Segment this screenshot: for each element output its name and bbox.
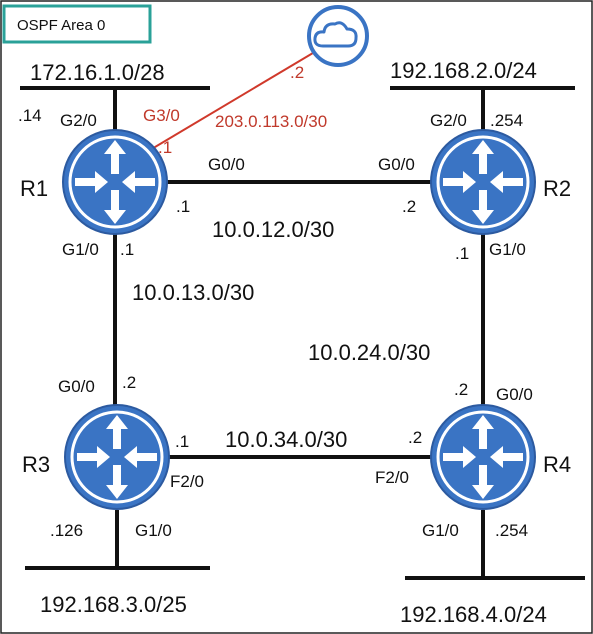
r1-r3-r3-addr: .2 xyxy=(122,373,136,392)
cloud-icon xyxy=(307,5,369,67)
r3-r4-r4-addr: .2 xyxy=(408,428,422,447)
link-r1-internet xyxy=(149,49,319,151)
r1-r3-r1-intf: G1/0 xyxy=(62,240,99,259)
lan-r4-addr: .254 xyxy=(495,521,528,540)
lan-r4-network: 192.168.4.0/24 xyxy=(400,602,547,627)
r3-r4-r3-addr: .1 xyxy=(175,432,189,451)
r3-r4-r3-intf: F2/0 xyxy=(170,472,204,491)
internet-r1-addr: .1 xyxy=(158,138,172,157)
area-label: OSPF Area 0 xyxy=(17,17,105,34)
area-label-box xyxy=(2,4,152,44)
r1-r2-r2-intf: G0/0 xyxy=(378,155,415,174)
lan-r3-intf: G1/0 xyxy=(135,521,172,540)
router-r4-name: R4 xyxy=(543,452,571,477)
r2-r4-r2-intf: G1/0 xyxy=(489,240,526,259)
lan-r1-intf: G2/0 xyxy=(60,111,97,130)
r2-r4-r2-addr: .1 xyxy=(455,244,469,263)
r2-r4-r4-intf: G0/0 xyxy=(496,385,533,404)
r1-r2-network: 10.0.12.0/30 xyxy=(212,217,334,242)
router-r2-icon[interactable] xyxy=(429,128,537,236)
internet-r1-intf: G3/0 xyxy=(143,106,180,125)
router-r1-icon[interactable] xyxy=(61,128,169,236)
r3-r4-network: 10.0.34.0/30 xyxy=(225,427,347,452)
router-r3-icon[interactable] xyxy=(63,403,171,511)
internet-network: 203.0.113.0/30 xyxy=(215,112,327,131)
cloud-addr: .2 xyxy=(290,63,304,82)
r2-r4-network: 10.0.24.0/30 xyxy=(308,340,430,365)
lan-r2-network: 192.168.2.0/24 xyxy=(390,58,537,83)
r1-r3-r3-intf: G0/0 xyxy=(58,377,95,396)
lan-r1-network: 172.16.1.0/28 xyxy=(30,60,165,85)
router-r2-name: R2 xyxy=(543,176,571,201)
r3-r4-r4-intf: F2/0 xyxy=(375,468,409,487)
r1-r3-r1-addr: .1 xyxy=(120,240,134,259)
r1-r2-r2-addr: .2 xyxy=(402,197,416,216)
r1-r2-r1-addr: .1 xyxy=(176,197,190,216)
r1-r2-r1-intf: G0/0 xyxy=(208,155,245,174)
r2-r4-r4-addr: .2 xyxy=(454,380,468,399)
lan-r1-addr: .14 xyxy=(18,106,42,125)
lan-r4-intf: G1/0 xyxy=(422,521,459,540)
lan-r3-addr: .126 xyxy=(50,521,83,540)
lan-r2-intf: G2/0 xyxy=(430,111,467,130)
lan-r2-addr: .254 xyxy=(490,111,523,130)
lan-r3-network: 192.168.3.0/25 xyxy=(40,592,187,617)
router-r4-icon[interactable] xyxy=(429,403,537,511)
router-r3-name: R3 xyxy=(22,452,50,477)
r1-r3-network: 10.0.13.0/30 xyxy=(132,280,254,305)
router-r1-name: R1 xyxy=(20,176,48,201)
